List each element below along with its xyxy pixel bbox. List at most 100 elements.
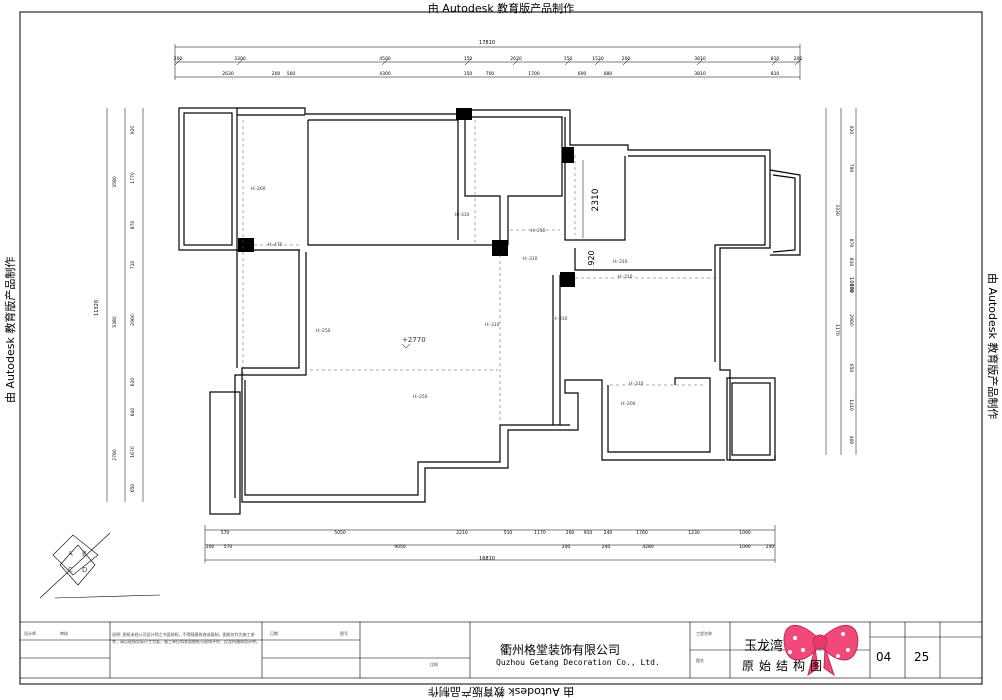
dim-top-row2-label: 2630	[222, 71, 234, 77]
field-date: 日期	[270, 631, 278, 636]
dim-top-row1-label: 150	[564, 56, 573, 62]
dim-top-row2-label: 880	[604, 71, 613, 77]
dim-left-label: 870	[130, 221, 136, 230]
field-project: 工程名称	[696, 631, 712, 636]
bow-decoration-icon	[783, 624, 859, 677]
dim-left-label: 920	[130, 126, 136, 135]
dim-bottom-total: 16810	[479, 556, 495, 562]
dim-tick	[464, 58, 472, 66]
dim-top-row1-label: 200	[622, 56, 631, 62]
dim-bottom-row2-label: 570	[224, 544, 233, 550]
svg-text:D: D	[82, 566, 87, 574]
dim-top-row2-label: 600	[578, 71, 587, 77]
dim-right-total: 10000	[848, 277, 854, 293]
dim-top-row1-label: 1520	[592, 56, 604, 62]
dim-tick	[594, 58, 602, 66]
dim-top-row2-label: 3810	[694, 71, 706, 77]
dim-bottom-row2-label: 240	[602, 544, 611, 550]
dim-right-label: 1410	[848, 399, 854, 411]
dim-bottom-row1-label: 5050	[334, 530, 346, 536]
elevation-label: H:-310	[484, 322, 499, 328]
dim-right-label: 920	[848, 126, 854, 135]
dim-top-row1-label: 3300	[234, 56, 246, 62]
dim-tick	[236, 58, 244, 66]
field-designer: 设计师	[24, 631, 36, 636]
dim-left-label: 710	[130, 261, 136, 270]
dim-top-row1-label: 200	[794, 56, 803, 62]
dim-right-label: 870	[848, 239, 854, 248]
dim-bottom-row2-label: 240	[766, 544, 775, 550]
dim-top-row2-label: 200	[272, 71, 281, 77]
floor-level: +2770	[402, 336, 426, 344]
dim-bottom-row1-label: 1230	[688, 530, 700, 536]
field-drawing-no: 图号	[340, 631, 348, 636]
dim-bottom-row1-label: 510	[504, 530, 513, 536]
dim-top-row2-label: 1700	[528, 71, 540, 77]
elevation-label: H:-310	[612, 259, 627, 265]
dim-bottom-row2-label: 9050	[394, 544, 406, 550]
compass-symbol: A B C D	[39, 532, 161, 599]
dim-920: 920	[587, 250, 596, 265]
dim-bottom-row1-label: 1170	[534, 530, 546, 536]
dim-tick	[622, 58, 630, 66]
field-drawing-name: 图名	[696, 658, 704, 663]
elevation-label: H:-310	[628, 381, 643, 387]
dim-left-label: 2780	[112, 449, 118, 461]
dim-tick	[564, 58, 572, 66]
dim-left-label: 5380	[112, 316, 118, 328]
structural-columns	[238, 108, 575, 287]
elevation-labels: H:-260H:-470H:-310H:-250H:-310H:-310H:-3…	[250, 186, 643, 407]
dim-left-label: 2960	[130, 314, 136, 326]
dim-right-label: 2960	[848, 314, 854, 326]
dim-tick	[381, 58, 389, 66]
dim-tick	[771, 58, 779, 66]
dim-left-label: 3580	[112, 176, 118, 188]
left-dimensions	[106, 108, 144, 502]
dim-top-row1: 200 3300 4500 150 2620 150 1520 200 3810 810 200	[174, 56, 803, 62]
dim-top-row2-label: 4300	[379, 71, 391, 77]
dim-top-row1-label: 2620	[510, 56, 522, 62]
svg-text:A: A	[68, 550, 73, 558]
right-dimensions	[825, 108, 857, 455]
beam-lines	[242, 120, 720, 420]
dim-top-total: 17810	[479, 40, 495, 46]
dim-top-row1-label: 810	[771, 56, 780, 62]
company-name-cn: 衢州格堂装饰有限公司	[500, 643, 621, 657]
dim-bottom-row1-label: 2210	[456, 530, 468, 536]
dim-left-label: 1770	[130, 172, 136, 184]
drawing-title: 原始结构图	[742, 659, 828, 673]
dim-top-row2-label: 150	[464, 71, 473, 77]
dim-left-row: 9201770358087071029605380610640167027806…	[112, 126, 136, 493]
dim-bottom-row2-label: 200	[206, 544, 215, 550]
dim-right-label: 810	[848, 258, 854, 267]
elevation-label: H:-310	[552, 316, 567, 322]
dim-left-total: 11320	[94, 300, 100, 316]
dim-right-label: 400	[848, 436, 854, 445]
svg-text:B: B	[82, 550, 87, 558]
dim-bottom-row2-label: 4280	[642, 544, 654, 550]
dim-top-row2-label: 560	[287, 71, 296, 77]
walls	[178, 107, 801, 515]
dim-2310: 2310	[591, 188, 601, 211]
notes-text: 说明: 图纸未经公司设计师之书面授权，不得随意修改或复制，图纸仅作为施工参考，请…	[112, 632, 260, 644]
dim-left-label: 1670	[130, 446, 136, 458]
dim-top-row1-label: 200	[174, 56, 183, 62]
dim-top-row1-label: 150	[464, 56, 473, 62]
dim-right-label: 870	[848, 284, 854, 293]
sheet-frame	[19, 11, 983, 685]
dim-top-row1-label: 3810	[694, 56, 706, 62]
dim-right-label: 3330	[834, 204, 840, 216]
dim-right-label: 650	[848, 364, 854, 373]
elevation-label: H:-310	[617, 274, 632, 280]
elevation-label: H:-250	[530, 228, 545, 234]
dim-top-row1-label: 4500	[379, 56, 391, 62]
dim-bottom-row2-label: 200	[562, 544, 571, 550]
dim-left-label: 610	[130, 378, 136, 387]
dim-bottom-row1-label: 1090	[739, 530, 751, 536]
dim-bottom-row1-label: 910	[584, 530, 593, 536]
bottom-dimensions	[204, 525, 776, 563]
